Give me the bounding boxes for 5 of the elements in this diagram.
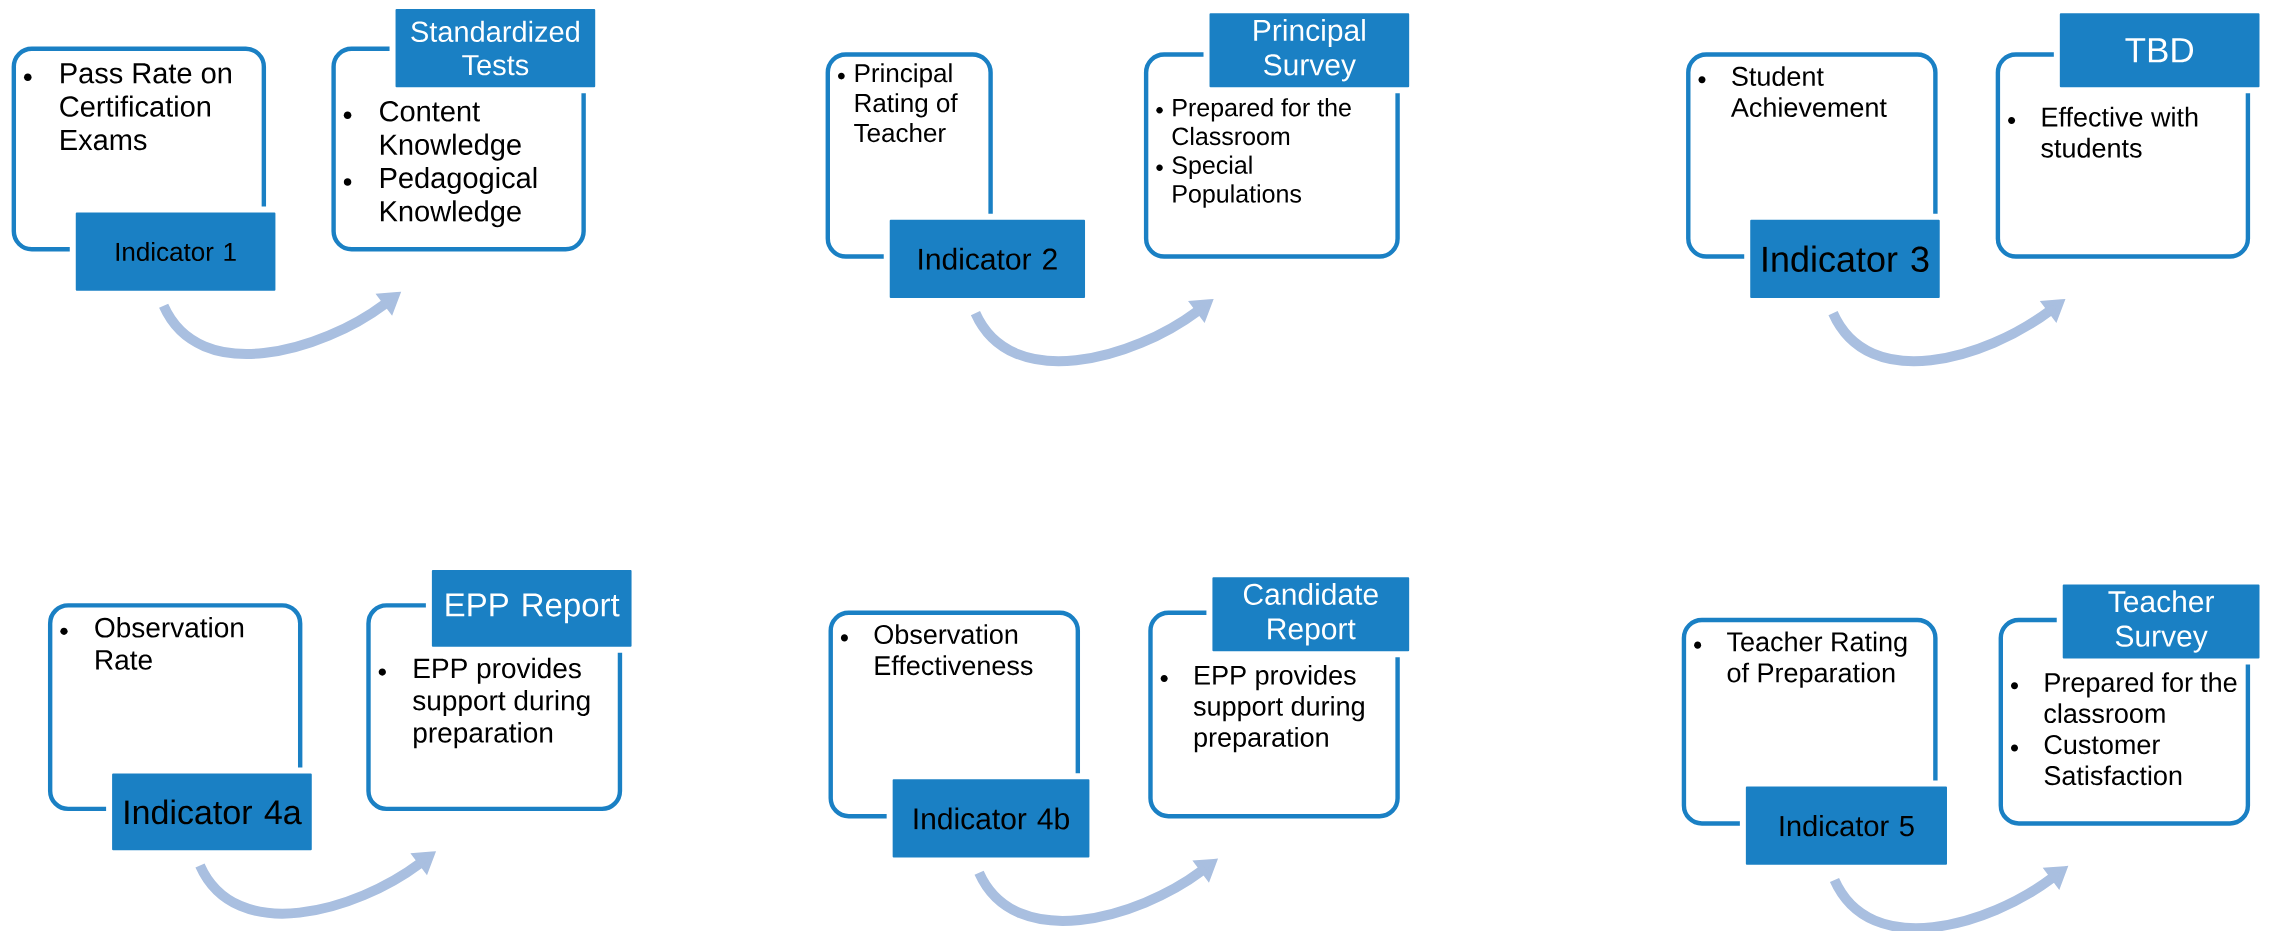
label-box: Indicator 4b [886,773,1096,864]
label-box: Teacher Survey [2056,578,2266,665]
label-box: Indicator 4a [106,767,318,857]
label-box: TBD [2053,7,2266,94]
label-box: Indicator 5 [1739,780,1953,871]
